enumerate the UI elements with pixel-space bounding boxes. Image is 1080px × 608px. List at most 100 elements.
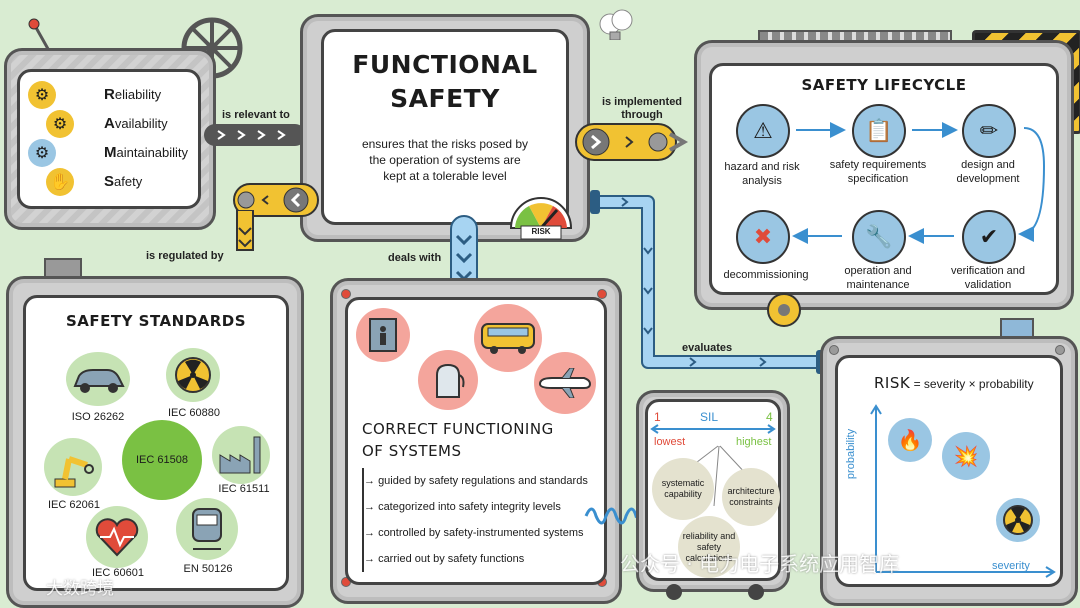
yellow-arm-left <box>228 178 322 222</box>
watermark-right: 公众号 · 电力电子系统应用智库 <box>620 552 900 576</box>
heart-pulse-icon <box>86 506 148 568</box>
lifecycle-gear-icon <box>764 290 804 330</box>
sil-screen: 1 SIL 4 lowest highest systematic capabi… <box>645 399 781 581</box>
bullet-text: carried out by safety functions <box>378 553 525 565</box>
airplane-icon <box>534 352 596 414</box>
risk-screen: RISK = severity × probability probabilit… <box>835 355 1063 587</box>
train-icon <box>176 498 238 560</box>
wrench-screwdriver-icon: 🔧 <box>852 210 906 264</box>
iec-61508-badge: IEC 61508 <box>122 420 202 500</box>
risk-gauge: RISK <box>505 188 577 240</box>
risk-gauge-label: RISK <box>531 227 551 236</box>
functional-safety-screen: FUNCTIONAL SAFETY ensures that the risks… <box>321 29 569 225</box>
list-item: → controlled by safety-instrumented syst… <box>364 527 584 539</box>
ram-word: aintainability <box>116 145 189 160</box>
label-evaluates: evaluates <box>682 342 733 354</box>
clipboard-gear-icon: 📋 <box>852 104 906 158</box>
correct-title-line1: CORRECT FUNCTIONING <box>362 420 554 438</box>
standard-iec-60880: IEC 60880 <box>168 407 220 419</box>
standards-title: SAFETY STANDARDS <box>65 312 247 330</box>
bubble-text: architecture constraints <box>727 486 775 507</box>
factory-icon <box>212 426 270 484</box>
safety-lifecycle-screen: SAFETY LIFECYCLE ⚠ hazard and risk analy… <box>709 63 1059 295</box>
robot-arm-icon <box>44 438 102 496</box>
ram-list: ⚙ Reliability ⚙ Availability ⚙ Maintaina… <box>28 80 188 196</box>
gear-cross-icon: ✖ <box>736 210 790 264</box>
label-is-implemented-through: is implemented through <box>601 96 683 121</box>
standard-iec-61508: IEC 61508 <box>136 454 188 466</box>
sil-bubble-architecture: architecture constraints <box>722 468 780 526</box>
magnifier-warning-icon: ⚠ <box>736 104 790 158</box>
ram-item-maintainability: ⚙ Maintainability <box>28 138 188 167</box>
risk-formula: = severity × probability <box>913 377 1034 391</box>
ram-word: vailability <box>114 116 168 131</box>
correct-functioning-screen: CORRECT FUNCTIONING OF SYSTEMS → guided … <box>345 297 607 585</box>
lifecycle-step-verification: verification and validation <box>951 265 1025 291</box>
car-icon <box>66 352 130 406</box>
blue-pipe-deals <box>445 212 483 300</box>
correct-functioning-machine: CORRECT FUNCTIONING OF SYSTEMS → guided … <box>330 278 622 604</box>
lifecycle-step-decommissioning: decommissioning <box>723 269 809 281</box>
sil-wheels <box>660 582 770 602</box>
bullet-text: categorized into safety integrity levels <box>378 501 561 513</box>
risk-machine: RISK = severity × probability probabilit… <box>820 336 1078 606</box>
steam-cloud-icon <box>596 6 636 41</box>
watermark-left: 大数跨境 <box>46 579 114 599</box>
bubble-text: systematic capability <box>661 478 705 499</box>
ram-machine: ⚙ Reliability ⚙ Availability ⚙ Maintaina… <box>4 48 216 230</box>
radiation-icon <box>166 348 220 402</box>
safety-lifecycle-machine: SAFETY LIFECYCLE ⚠ hazard and risk analy… <box>694 40 1074 310</box>
yellow-pipe-down <box>233 209 257 258</box>
risk-x-axis-label: severity <box>992 560 1030 572</box>
lifecycle-step-design: design and development <box>956 159 1020 185</box>
page-title-line2: SAFETY <box>390 84 500 113</box>
safety-standards-machine: SAFETY STANDARDS ISO 26262 IEC 60880 IEC… <box>6 276 304 608</box>
list-item: → guided by safety regulations and stand… <box>364 475 588 487</box>
ram-item-availability: ⚙ Availability <box>28 109 188 138</box>
conveyor-belt <box>204 124 306 146</box>
ram-letter: M <box>104 144 117 161</box>
kettle-icon <box>418 350 478 410</box>
gear-person-icon: ⚙ <box>28 138 56 167</box>
correct-title-line2: OF SYSTEMS <box>362 442 462 460</box>
label-is-regulated-by: is regulated by <box>146 250 224 262</box>
risk-title: RISK = severity × probability <box>874 374 1034 392</box>
bullet-text: controlled by safety-instrumented system… <box>378 527 584 539</box>
yellow-arm-right <box>572 118 690 168</box>
standard-iec-60601: IEC 60601 <box>92 567 144 579</box>
lifecycle-step-operation: operation and maintenance <box>844 265 912 291</box>
safety-standards-screen: SAFETY STANDARDS ISO 26262 IEC 60880 IEC… <box>23 295 289 591</box>
rivet <box>597 289 607 299</box>
bus-icon <box>474 304 542 372</box>
gears-check-icon: ⚙ <box>46 109 74 138</box>
correct-bullet-list: → guided by safety regulations and stand… <box>362 468 588 572</box>
standard-iec-61511: IEC 61511 <box>218 483 270 495</box>
ram-item-reliability: ⚙ Reliability <box>28 80 188 109</box>
standard-en-50126: EN 50126 <box>183 563 233 575</box>
risk-y-axis-label: probability <box>845 428 858 480</box>
ruler-pencil-icon: ✏ <box>962 104 1016 158</box>
label-deals-with: deals with <box>388 252 442 264</box>
standard-iec-62061: IEC 62061 <box>48 499 100 511</box>
sil-bubble-systematic: systematic capability <box>652 458 714 520</box>
car-crash-icon: 💥 <box>942 432 990 480</box>
sil-high-number: 4 <box>766 410 773 424</box>
ram-word: afety <box>114 174 143 189</box>
elevator-icon <box>356 308 410 362</box>
rivet <box>1055 345 1065 355</box>
ram-letter: S <box>104 173 115 190</box>
radiation-hazard-icon <box>996 498 1040 542</box>
sil-highest: highest <box>736 436 772 448</box>
lifecycle-step-requirements: safety requirements specification <box>829 159 927 185</box>
bubble-text: reliability and safety calculations <box>682 530 736 563</box>
lifecycle-step-hazard: hazard and risk analysis <box>724 161 800 187</box>
ram-letter: A <box>104 115 115 132</box>
hand-gear-icon: ✋ <box>46 167 74 196</box>
sil-lowest: lowest <box>654 436 686 448</box>
center-description: ensures that the risks posed by the oper… <box>361 137 529 183</box>
ram-item-safety: ✋ Safety <box>28 167 188 196</box>
sil-low-number: 1 <box>654 410 661 424</box>
risk-axes <box>870 404 1056 578</box>
gear-check-icon: ✔ <box>962 210 1016 264</box>
sil-machine: 1 SIL 4 lowest highest systematic capabi… <box>636 390 790 592</box>
